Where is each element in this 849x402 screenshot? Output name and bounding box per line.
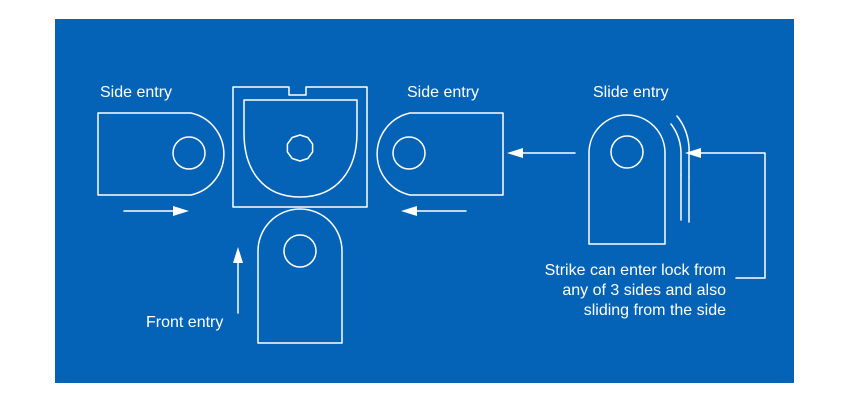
arrow-right-side-entry bbox=[401, 206, 467, 216]
arrow-slide-entry-path bbox=[685, 148, 766, 279]
label-slide-entry: Slide entry bbox=[593, 84, 669, 101]
lock-body bbox=[232, 86, 368, 208]
label-side-entry-right: Side entry bbox=[407, 84, 480, 101]
strike-front-entry bbox=[257, 208, 343, 344]
label-front-entry: Front entry bbox=[146, 314, 224, 331]
diagram-panel bbox=[55, 19, 794, 383]
note-text: Strike can enter lock from any of 3 side… bbox=[476, 261, 726, 321]
strike-right-side-entry bbox=[376, 112, 504, 196]
note-line: sliding from the side bbox=[583, 302, 726, 319]
note-line: Strike can enter lock from bbox=[544, 262, 726, 279]
note-line: any of 3 sides and also bbox=[562, 282, 726, 299]
label-side-entry-left: Side entry bbox=[100, 84, 173, 101]
arrow-left-side-entry bbox=[123, 206, 189, 216]
strike-left-side-entry bbox=[97, 112, 225, 196]
arrow-slide-to-lock bbox=[507, 148, 576, 158]
arrow-front-entry bbox=[233, 247, 243, 314]
strike-slide-entry bbox=[588, 114, 690, 245]
lock-spindle bbox=[286, 134, 314, 162]
